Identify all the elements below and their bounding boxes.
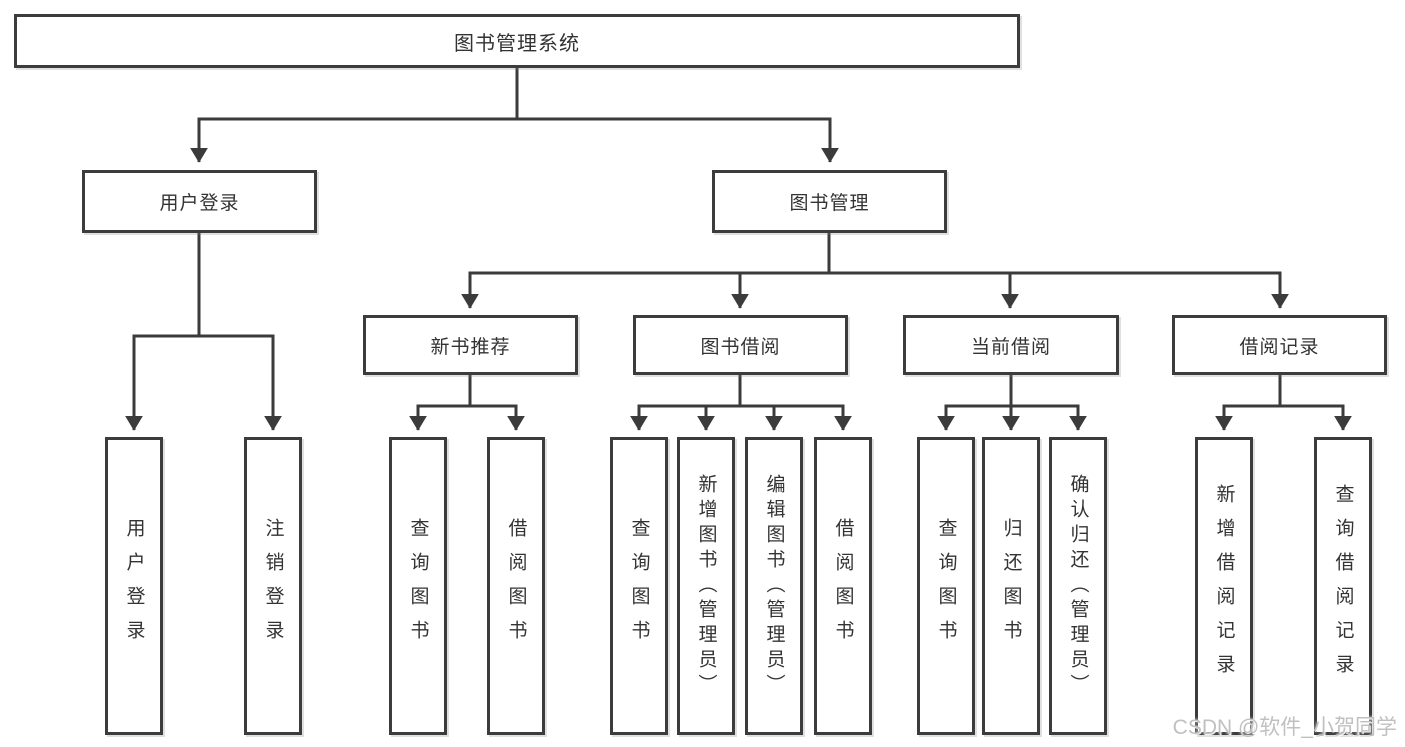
node-book-borrow: 图书借阅 <box>633 315 848 375</box>
leaf-add-borrow-record: 新增借阅记录 <box>1195 437 1253 735</box>
node-root-label: 图书管理系统 <box>454 32 580 55</box>
leaf-recommend-borrow-book: 借阅图书 <box>487 437 545 735</box>
leaf-current-query-book: 查询图书 <box>917 437 975 735</box>
leaf-edit-book-admin-label: 编辑图书（管理员） <box>763 473 785 699</box>
leaf-logout-login-label: 注销登录 <box>262 518 284 654</box>
node-borrow-records: 借阅记录 <box>1172 315 1387 375</box>
node-book-management-label: 图书管理 <box>789 193 870 214</box>
leaf-edit-book-admin: 编辑图书（管理员） <box>745 437 803 735</box>
leaf-query-borrow-record-label: 查询借阅记录 <box>1332 484 1354 688</box>
node-new-book-recommend-label: 新书推荐 <box>430 336 511 358</box>
node-book-borrow-label: 图书借阅 <box>700 336 781 358</box>
leaf-borrow-query-book: 查询图书 <box>610 437 668 735</box>
node-root: 图书管理系统 <box>14 14 1020 68</box>
node-new-book-recommend: 新书推荐 <box>363 315 578 375</box>
leaf-query-borrow-record: 查询借阅记录 <box>1314 437 1372 735</box>
node-user-login-label: 用户登录 <box>159 193 240 214</box>
leaf-user-login: 用户登录 <box>105 437 163 735</box>
leaf-return-book: 归还图书 <box>982 437 1040 735</box>
leaf-return-book-label: 归还图书 <box>1000 518 1022 654</box>
leaf-borrow-book: 借阅图书 <box>814 437 872 735</box>
node-book-management: 图书管理 <box>712 170 947 233</box>
leaf-add-book-admin-label: 新增图书（管理员） <box>695 473 717 699</box>
leaf-confirm-return-admin-label: 确认归还（管理员） <box>1067 473 1089 699</box>
leaf-borrow-query-book-label: 查询图书 <box>628 518 650 654</box>
leaf-add-borrow-record-label: 新增借阅记录 <box>1213 484 1235 688</box>
leaf-recommend-query-book: 查询图书 <box>389 437 447 735</box>
node-current-borrow-label: 当前借阅 <box>970 336 1051 358</box>
leaf-borrow-book-label: 借阅图书 <box>832 518 854 654</box>
leaf-confirm-return-admin: 确认归还（管理员） <box>1049 437 1107 735</box>
csdn-watermark: CSDN @软件_小贺同学 <box>1172 716 1397 739</box>
leaf-current-query-book-label: 查询图书 <box>935 518 957 654</box>
leaf-add-book-admin: 新增图书（管理员） <box>677 437 735 735</box>
leaf-user-login-label: 用户登录 <box>123 518 145 654</box>
node-current-borrow: 当前借阅 <box>903 315 1119 375</box>
node-user-login: 用户登录 <box>82 170 317 233</box>
leaf-recommend-borrow-book-label: 借阅图书 <box>505 518 527 654</box>
node-borrow-records-label: 借阅记录 <box>1239 336 1320 358</box>
leaf-recommend-query-book-label: 查询图书 <box>407 518 429 654</box>
leaf-logout-login: 注销登录 <box>244 437 302 735</box>
